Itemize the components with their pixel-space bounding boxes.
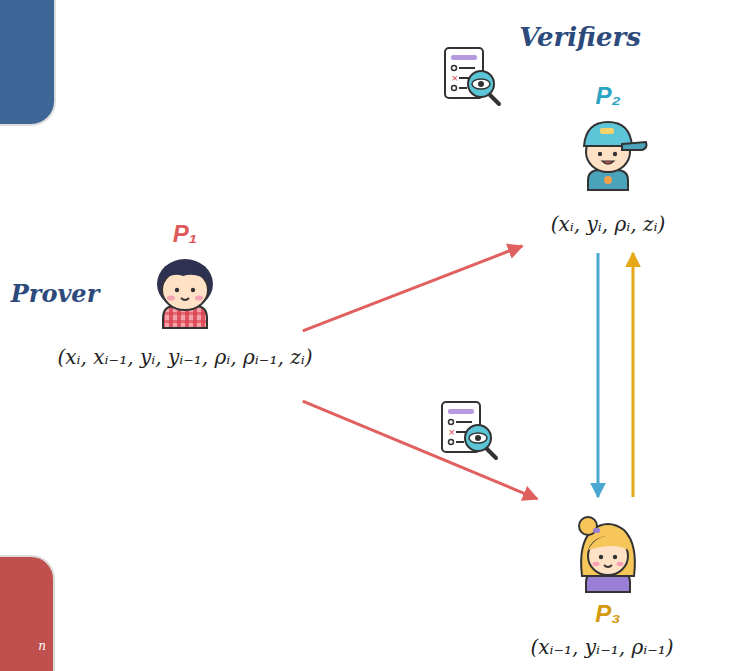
party-name: P₂: [595, 82, 620, 111]
side-panel: [0, 0, 55, 125]
party-name: P₁: [173, 220, 197, 249]
arrow-connector: [303, 246, 522, 331]
document-icon: ×: [445, 48, 499, 104]
verifier-party: P₃(xᵢ₋₁, yᵢ₋₁, ρᵢ₋₁): [540, 500, 690, 670]
party-name: P₃: [595, 600, 620, 629]
side-panel: n: [0, 555, 55, 671]
panel-text: n: [38, 639, 46, 653]
group-heading: Verifiers: [519, 22, 641, 53]
arrow-connector: [303, 401, 537, 499]
arrow-connector: [631, 253, 634, 497]
share-tuple: (xᵢ, yᵢ, ρᵢ, zᵢ): [551, 212, 666, 236]
verifier-party: P₂ (xᵢ, yᵢ, ρᵢ, zᵢ): [525, 80, 690, 250]
verifier-figure: [579, 517, 635, 592]
arrow-connector: [596, 253, 599, 497]
role-label: Prover: [11, 280, 100, 309]
svg-text:×: ×: [448, 427, 456, 437]
svg-text:×: ×: [451, 73, 459, 83]
prover-party: P₁Prover(xᵢ, xᵢ₋₁, yᵢ, yᵢ₋₁, ρᵢ, ρᵢ₋₁, z…: [140, 220, 300, 400]
document-icon: ×: [442, 402, 496, 458]
prover-figure: [157, 259, 213, 328]
verifier-figure: [584, 122, 647, 190]
share-tuple: (xᵢ₋₁, yᵢ₋₁, ρᵢ₋₁): [530, 635, 673, 659]
share-tuple: (xᵢ, xᵢ₋₁, yᵢ, yᵢ₋₁, ρᵢ, ρᵢ₋₁, zᵢ): [58, 345, 313, 369]
